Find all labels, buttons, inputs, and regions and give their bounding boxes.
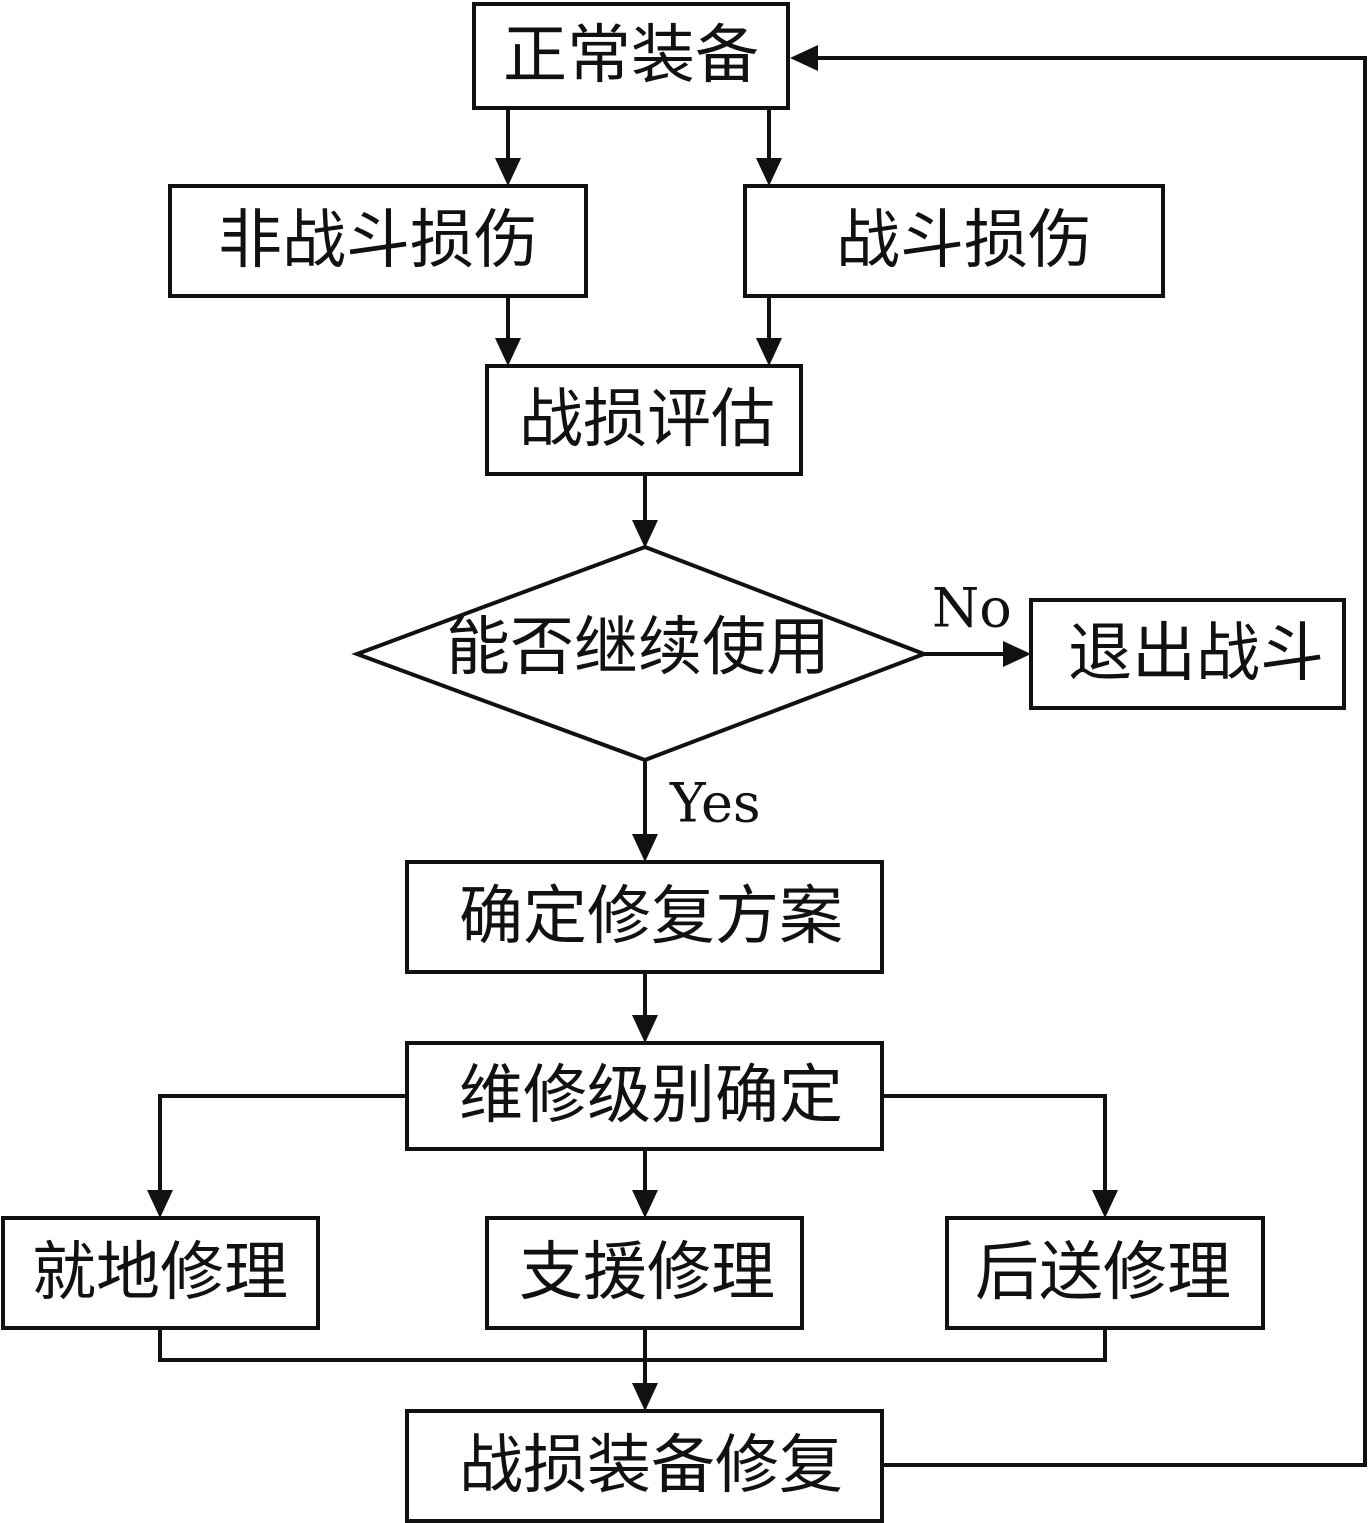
node-support-label: 支援修理 — [519, 1236, 775, 1310]
node-assess-label: 战损评估 — [519, 383, 775, 457]
node-onsite-label: 就地修理 — [32, 1236, 288, 1310]
arrowhead-restore-normal — [790, 45, 818, 71]
node-normal-box — [472, 2, 790, 110]
node-non-combat-label: 非战斗损伤 — [218, 204, 538, 278]
arrowhead-support-restore — [632, 1383, 658, 1411]
arrowhead-assess-decision — [632, 520, 658, 548]
arrowhead-normal-combat — [756, 158, 782, 186]
edge-label-no: No — [932, 577, 1012, 640]
arrowhead-decision-withdraw — [1003, 641, 1031, 667]
edge-level-rear — [882, 1094, 1107, 1192]
edge-label-yes: Yes — [669, 772, 761, 835]
arrowhead-normal-noncombat — [495, 158, 521, 186]
arrowhead-plan-level — [632, 1015, 658, 1043]
node-withdraw-label: 退出战斗 — [1068, 617, 1324, 691]
edge-level-onsite — [158, 1094, 407, 1192]
arrowhead-level-support — [632, 1190, 658, 1218]
arrowhead-level-rear — [1092, 1190, 1118, 1218]
node-level-label: 维修级别确定 — [459, 1059, 843, 1133]
node-plan-label: 确定修复方案 — [459, 880, 843, 954]
arrowhead-level-onsite — [147, 1190, 173, 1218]
node-combat-label: 战斗损伤 — [836, 204, 1092, 278]
node-normal-label: 正常装备 — [503, 19, 759, 93]
edge-merge-line — [158, 1328, 1107, 1362]
arrowhead-decision-plan — [632, 834, 658, 862]
arrowhead-noncombat-assess — [495, 338, 521, 366]
edge-restore-loop — [816, 56, 1367, 1467]
node-combat-box — [743, 184, 1165, 298]
node-restore-label: 战损装备修复 — [459, 1429, 843, 1503]
node-decision-label: 能否继续使用 — [446, 611, 830, 685]
node-rear-label: 后送修理 — [975, 1236, 1231, 1310]
node-non-combat-box — [168, 184, 588, 298]
arrowhead-combat-assess — [756, 338, 782, 366]
